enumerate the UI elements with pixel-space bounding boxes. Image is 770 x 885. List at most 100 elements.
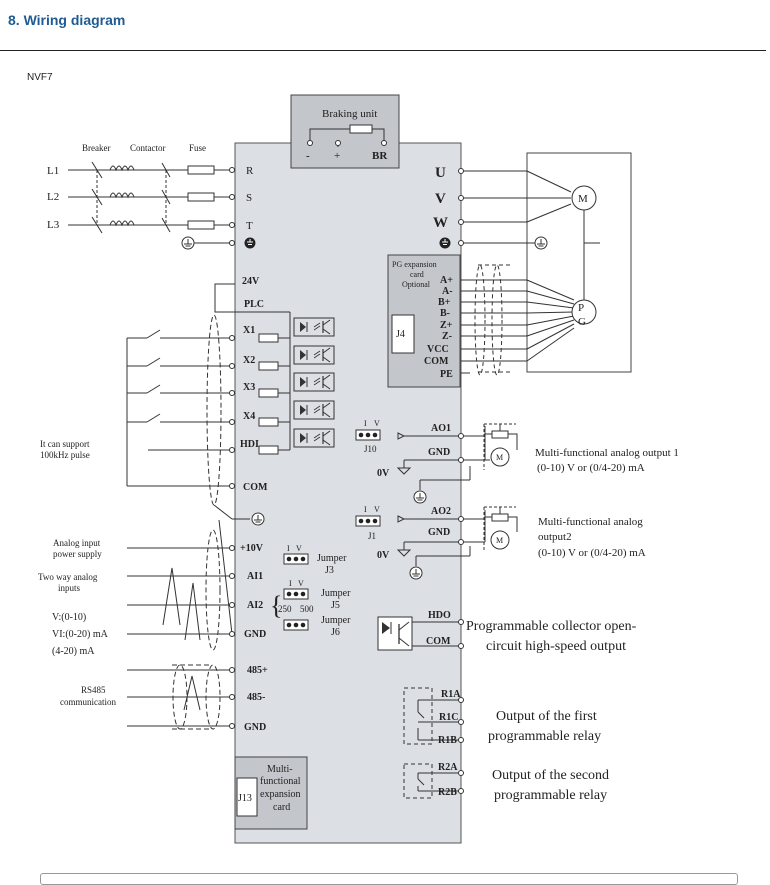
terminal-ai2: AI2 [247, 600, 263, 611]
j3-letter-i: I [287, 544, 290, 553]
terminal-r: R [246, 165, 254, 177]
terminal-10v: +10V [240, 543, 264, 554]
two-way-label-2: inputs [58, 583, 81, 593]
phase-l1: L1 [47, 165, 59, 177]
pg-card-line2: card [410, 270, 424, 279]
j3-letter-v: V [296, 544, 302, 553]
j5-brace: { [270, 591, 282, 620]
relay-outputs: R1A R1C R1B R2A R2B Output of the first … [403, 687, 609, 803]
input-ground-icon [244, 237, 256, 249]
ao2-desc-2: output2 [538, 531, 572, 543]
terminal-x4: X4 [243, 411, 255, 422]
hdo-output: HDO COM Programmable collector open- cir… [377, 610, 637, 654]
hdo-desc-2: circuit high-speed output [486, 639, 626, 654]
j10-letter-v: V [374, 419, 380, 428]
pg-pin-z-plus: Z+ [440, 320, 453, 331]
analog-power-label-1: Analog input [53, 538, 101, 548]
relay2-desc-1: Output of the second [492, 768, 609, 783]
analog-outputs: I V J10 AO1 GND 0V I V J1 AO2 GND 0V [355, 419, 679, 580]
j1-label: J1 [368, 531, 376, 541]
j10-letter-i: I [364, 419, 367, 428]
pg-pin-z-minus: Z- [442, 331, 452, 342]
motor-output: U V W M [433, 152, 632, 373]
j4-label: J4 [396, 329, 405, 340]
j3-label-1: Jumper [317, 553, 347, 564]
terminal-w: W [433, 215, 448, 231]
analog-inputs: Analog input power supply Two way analog… [38, 519, 351, 657]
j3-label-2: J3 [325, 565, 334, 576]
rs485-section: RS485 communication 485+ 485- GND [60, 664, 268, 733]
terminal-plc: PLC [244, 299, 264, 310]
breaker-label: Breaker [82, 143, 110, 153]
terminal-485-plus: 485+ [247, 665, 268, 676]
j5-label-1: Jumper [321, 588, 351, 599]
encoder-g: G [578, 316, 586, 328]
terminal-v: V [435, 191, 446, 207]
expansion-label-3: expansion [260, 789, 301, 800]
motor-label: M [578, 193, 588, 205]
rs485-label-1: RS485 [81, 685, 106, 695]
terminal-0v-1: 0V [377, 468, 390, 479]
pg-pin-vcc: VCC [427, 344, 449, 355]
pg-pin-b-plus: B+ [438, 297, 451, 308]
relay1-desc-1: Output of the first [496, 709, 597, 724]
meter-1-label: M [496, 453, 503, 462]
terminal-ao2: AO2 [431, 506, 451, 517]
pg-card-line1: PG expansion [392, 260, 437, 269]
pulse-note-1: It can support [40, 439, 90, 449]
next-panel-edge [40, 873, 738, 885]
terminal-hdi: HDI [240, 439, 259, 450]
braking-unit: Braking unit - + BR [290, 94, 400, 169]
relay2-desc-2: programmable relay [494, 788, 607, 803]
terminal-r2b: R2B [438, 787, 457, 798]
j5-value-250: 250 [278, 604, 292, 614]
terminal-t: T [246, 220, 253, 232]
j1-letter-v: V [374, 505, 380, 514]
terminal-com: COM [243, 482, 268, 493]
pulse-note-2: 100kHz pulse [40, 450, 90, 460]
j5-letter-v: V [298, 579, 304, 588]
j5-letter-i: I [289, 579, 292, 588]
braking-minus: - [306, 150, 310, 162]
pg-card-line3: Optional [402, 280, 431, 289]
pg-expansion-card: PG expansion card Optional J4 A+ A- B+ B… [387, 210, 597, 388]
terminal-ao1: AO1 [431, 423, 451, 434]
j10-label: J10 [364, 444, 377, 454]
encoder-p: P [578, 302, 584, 314]
j5-label-2: J5 [331, 600, 340, 611]
phase-l2: L2 [47, 191, 59, 203]
terminal-485-minus: 485- [247, 692, 265, 703]
hdo-desc-1: Programmable collector open- [466, 619, 637, 634]
terminal-gnd: GND [244, 629, 266, 640]
terminal-ai1: AI1 [247, 571, 263, 582]
terminal-485-gnd: GND [244, 722, 266, 733]
j6-label-1: Jumper [321, 615, 351, 626]
pg-pin-a-minus: A- [442, 286, 453, 297]
expansion-label-1: Multi- [267, 764, 293, 775]
braking-br: BR [372, 150, 388, 162]
rs485-label-2: communication [60, 697, 116, 707]
range-vi: VI:(0-20) mA [52, 629, 109, 640]
terminal-r1a: R1A [441, 689, 461, 700]
fuse-label: Fuse [189, 143, 206, 153]
terminal-hdo: HDO [428, 610, 451, 621]
pg-pin-b-minus: B- [440, 308, 450, 319]
ao1-desc-1: Multi-functional analog output 1 [535, 447, 679, 459]
model-label: NVF7 [27, 72, 53, 83]
shield-ground-icon [251, 512, 265, 526]
terminal-gnd-1: GND [428, 447, 450, 458]
terminal-s: S [246, 192, 252, 204]
pg-pin-com: COM [424, 356, 449, 367]
terminal-r1b: R1B [438, 735, 457, 746]
analog-power-label-2: power supply [53, 549, 102, 559]
relay1-desc-2: programmable relay [488, 729, 601, 744]
terminal-x2: X2 [243, 355, 255, 366]
earth-icon [181, 236, 195, 250]
j1-letter-i: I [364, 505, 367, 514]
j6-label-2: J6 [331, 627, 340, 638]
terminal-gnd-2: GND [428, 527, 450, 538]
ao2-desc-3: (0-10) V or (0/4-20) mA [538, 547, 646, 559]
section-heading: 8. Wiring diagram [8, 12, 126, 28]
range-ma: (4-20) mA [52, 646, 95, 657]
